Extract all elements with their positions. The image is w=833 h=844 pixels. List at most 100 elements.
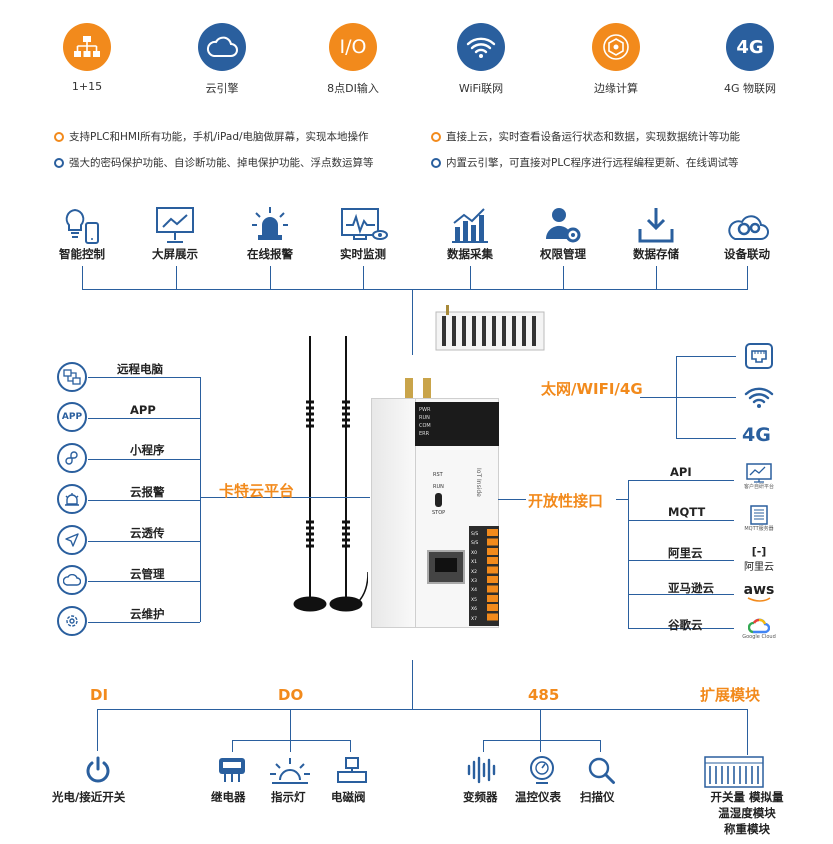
device-label: 光电/接近开关 (52, 790, 126, 804)
api-label: MQTT (668, 505, 706, 519)
connector-line (88, 418, 200, 419)
cloud-alarm-icon (57, 484, 87, 514)
connector-line (628, 480, 734, 481)
thermostat-icon (528, 754, 556, 786)
connector-line (540, 709, 541, 741)
function-label: 设备联动 (724, 247, 770, 261)
category-title: 扩展模块 (700, 686, 761, 704)
connector-line (676, 438, 736, 439)
connector-line (350, 740, 351, 752)
connector-line (656, 266, 657, 290)
cloud-manage-icon (57, 565, 87, 595)
connector-line (290, 740, 291, 752)
device-label: 温湿度模块 (718, 806, 776, 820)
connector-line (88, 581, 200, 582)
bullet-item: 强大的密码保护功能、自诊断功能、掉电保护功能、浮点数运算等 (54, 155, 374, 170)
mqtt-icon: MQTT服务器 (740, 505, 778, 532)
device-label: 扫描仪 (580, 790, 615, 804)
cloud-item-label: 云透传 (130, 526, 165, 540)
led-label: PWR (419, 407, 431, 413)
cloud-platform-title: 卡特云平台 (219, 482, 295, 500)
io-module-icon (704, 756, 764, 788)
feature-label: 1+15 (71, 80, 103, 93)
api-label: 阿里云 (668, 546, 703, 560)
inverter-icon (466, 756, 500, 784)
connector-bus (82, 289, 748, 290)
monitor-icon (340, 205, 388, 245)
function-label: 权限管理 (540, 247, 586, 261)
connector-bus (628, 480, 629, 628)
connector-line (616, 499, 628, 500)
device-side-panel (371, 398, 419, 628)
cloud-icon (198, 23, 246, 71)
ethernet-port (427, 550, 465, 584)
connector-line (200, 497, 370, 498)
connector-line (498, 499, 526, 500)
feature-label: 8点DI输入 (327, 82, 379, 95)
scanner-icon (587, 756, 617, 786)
cloud-item-label: 云报警 (130, 485, 165, 499)
connector-line (232, 740, 233, 752)
io-module-rack-image (434, 304, 546, 352)
stop-label: STOP (432, 510, 446, 516)
io-icon: I/O (329, 23, 377, 71)
power-icon (84, 756, 112, 784)
user-gear-icon (543, 205, 583, 245)
connector-line (483, 740, 601, 741)
category-title: 485 (528, 686, 560, 704)
led-label: ERR (419, 431, 430, 437)
feature-label: 云引擎 (205, 82, 239, 95)
connector-line (540, 740, 541, 752)
relay-icon (217, 756, 247, 784)
ethernet-icon (745, 343, 773, 369)
connector-line (88, 459, 200, 460)
device-label: 继电器 (211, 790, 246, 804)
category-title: DO (278, 686, 304, 704)
connector-trunk (412, 660, 413, 710)
api-label: 亚马逊云 (668, 581, 714, 595)
connector-line (270, 266, 271, 290)
google-cloud-icon: Google Cloud (738, 618, 780, 640)
connector-line (176, 266, 177, 290)
wifi-icon (457, 23, 505, 71)
connector-line (747, 266, 748, 290)
bullet-dot (54, 131, 64, 142)
aliyun-icon: [-] 阿里云 (744, 545, 774, 574)
api-label: API (670, 465, 692, 479)
alarm-light-icon (250, 205, 290, 245)
mini-program-icon (57, 443, 87, 473)
connector-line (97, 709, 98, 751)
run-label: RUN (433, 484, 444, 490)
device-label: 指示灯 (271, 790, 306, 804)
feature-label: 4G 物联网 (723, 82, 777, 95)
connector-line (88, 500, 200, 501)
function-label: 大屏展示 (152, 247, 198, 261)
cloud-maintain-icon (57, 606, 87, 636)
4g-icon: 4G (726, 23, 774, 71)
function-label: 在线报警 (247, 247, 293, 261)
category-title: DI (90, 686, 109, 704)
connector-line (676, 356, 736, 357)
open-interface-title: 开放性接口 (528, 492, 604, 510)
bullet-item: 支持PLC和HMI所有功能，手机/iPad/电脑做屏幕，实现本地操作 (54, 129, 369, 144)
antenna-connector (405, 378, 413, 400)
indicator-light-icon (268, 756, 312, 786)
connector-line (676, 397, 736, 398)
antenna-connector (423, 378, 431, 400)
network-title: 太网/WIFI/4G (541, 380, 643, 398)
connector-line (88, 541, 200, 542)
wifi-icon (744, 386, 774, 408)
cloud-item-label: 远程电脑 (117, 362, 163, 376)
function-label: 智能控制 (59, 247, 105, 261)
antenna-image (288, 332, 368, 617)
connector-line (628, 520, 734, 521)
bullet-dot (431, 157, 441, 168)
connector-bus (200, 377, 201, 622)
connector-line (232, 740, 350, 741)
function-label: 数据存储 (633, 247, 679, 261)
bullet-item: 直接上云，实时查看设备运行状态和数据，实现数据统计等功能 (431, 129, 740, 144)
bullet-dot (431, 131, 441, 142)
led-panel: PWR RUN COM ERR (415, 402, 499, 446)
terminal-block: S/S S/S X0 X1 X2 X3 X4 X5 X6 X7 (469, 526, 499, 626)
network-icon (63, 23, 111, 71)
